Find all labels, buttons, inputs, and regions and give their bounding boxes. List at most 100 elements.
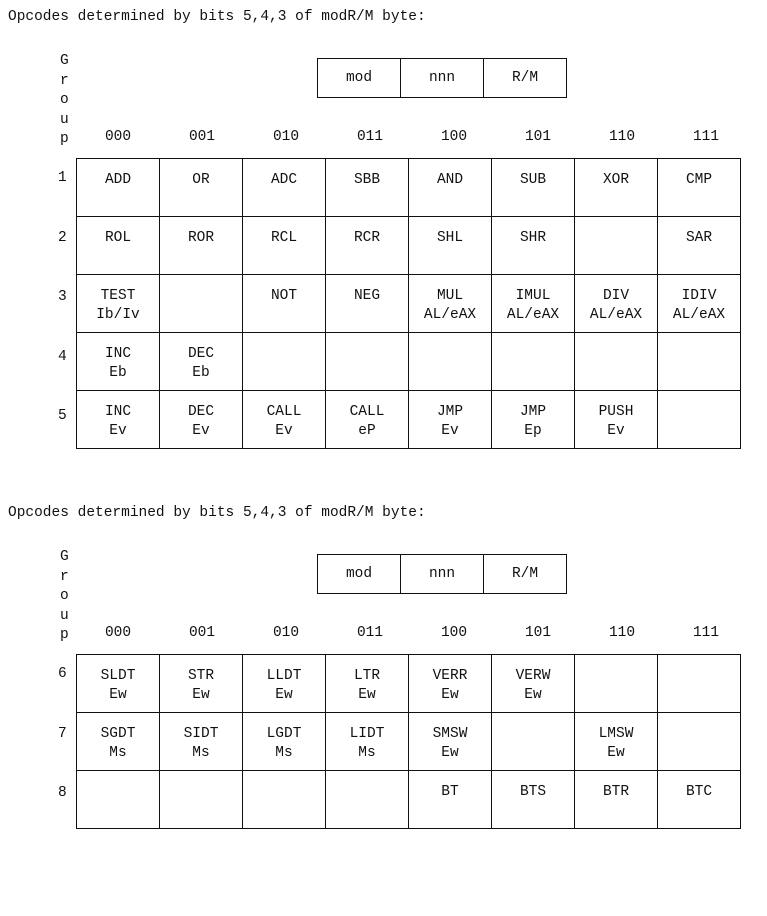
opcode-operand: Ew [524,687,542,703]
opcode-table-section-2: Opcodes determined by bits 5,4,3 of modR… [0,496,767,916]
opcode-mnemonic: SIDT [183,726,219,742]
group-number: 5 [58,408,67,424]
opcode-mnemonic: BTR [602,784,630,800]
opcode-mnemonic: CALL [266,404,302,420]
opcode-cell: CMP [657,158,741,217]
section-title: Opcodes determined by bits 5,4,3 of modR… [8,9,426,25]
column-header: 001 [188,129,216,145]
opcode-mnemonic: IDIV [681,288,717,304]
opcode-cell: SMSW Ew [408,712,492,771]
opcode-mnemonic: SLDT [100,668,136,684]
column-header: 111 [692,625,720,641]
opcode-mnemonic: INC [104,404,132,420]
group-number: 8 [58,785,67,801]
opcode-cell: RCR [325,216,409,275]
group-letter: r [60,568,69,585]
group-letter: r [60,72,69,89]
opcode-cell [657,654,741,713]
opcode-cell [657,712,741,771]
opcode-cell: BTS [491,770,575,829]
opcode-operand: AL/eAX [589,307,643,323]
column-header: 011 [356,129,384,145]
opcode-mnemonic: RCR [353,230,381,246]
opcode-cell: SUB [491,158,575,217]
modrm-field: nnn [400,554,484,594]
opcode-mnemonic: VERR [432,668,468,684]
opcode-cell [325,770,409,829]
opcode-cell [242,770,326,829]
opcode-operand: AL/eAX [506,307,560,323]
column-header: 101 [524,625,552,641]
opcode-mnemonic: ADC [270,172,298,188]
opcode-cell: SHL [408,216,492,275]
opcode-operand: Ew [192,687,210,703]
column-header: 101 [524,129,552,145]
opcode-mnemonic: SBB [353,172,381,188]
modrm-field: R/M [483,554,567,594]
column-header: 010 [272,625,300,641]
opcode-operand: Ew [441,745,459,761]
opcode-cell: OR [159,158,243,217]
column-header: 100 [440,625,468,641]
opcode-operand: Ew [358,687,376,703]
opcode-operand: Ms [358,745,376,761]
opcode-cell [491,332,575,391]
opcode-cell: SHR [491,216,575,275]
opcode-cell [325,332,409,391]
group-letter: G [60,53,69,69]
opcode-mnemonic: SUB [519,172,547,188]
group-number: 6 [58,666,67,682]
section-title: Opcodes determined by bits 5,4,3 of modR… [8,505,426,521]
opcode-mnemonic: CALL [349,404,385,420]
opcode-operand: Ev [607,423,625,439]
opcode-table-section-1: Opcodes determined by bits 5,4,3 of modR… [0,0,767,449]
opcode-cell: BT [408,770,492,829]
opcode-operand: Ev [109,423,127,439]
column-header: 011 [356,625,384,641]
opcode-mnemonic: IMUL [515,288,551,304]
opcode-operand: Ew [607,745,625,761]
modrm-field: nnn [400,58,484,98]
opcode-cell [159,770,243,829]
opcode-mnemonic: LIDT [349,726,385,742]
opcode-mnemonic: BTS [519,784,547,800]
opcode-mnemonic: SGDT [100,726,136,742]
opcode-operand: Ew [109,687,127,703]
opcode-mnemonic: LGDT [266,726,302,742]
opcode-cell [159,274,243,333]
opcode-cell: AND [408,158,492,217]
opcode-operand: Ev [192,423,210,439]
opcode-operand: AL/eAX [423,307,477,323]
opcode-mnemonic: AND [436,172,464,188]
opcode-mnemonic: ROR [187,230,215,246]
opcode-mnemonic: SHL [436,230,464,246]
opcode-cell: LTR Ew [325,654,409,713]
group-number: 4 [58,348,67,365]
opcode-cell: RCL [242,216,326,275]
opcode-cell [574,216,658,275]
opcode-cell: SAR [657,216,741,275]
opcode-mnemonic: RCL [270,230,298,246]
group-letter: u [60,607,69,624]
opcode-operand: Ew [441,687,459,703]
group-letter: G [60,549,69,565]
opcode-mnemonic: SMSW [432,726,468,742]
opcode-cell: INC Ev [76,390,160,449]
opcode-cell [76,770,160,829]
opcode-mnemonic: LTR [353,668,381,684]
